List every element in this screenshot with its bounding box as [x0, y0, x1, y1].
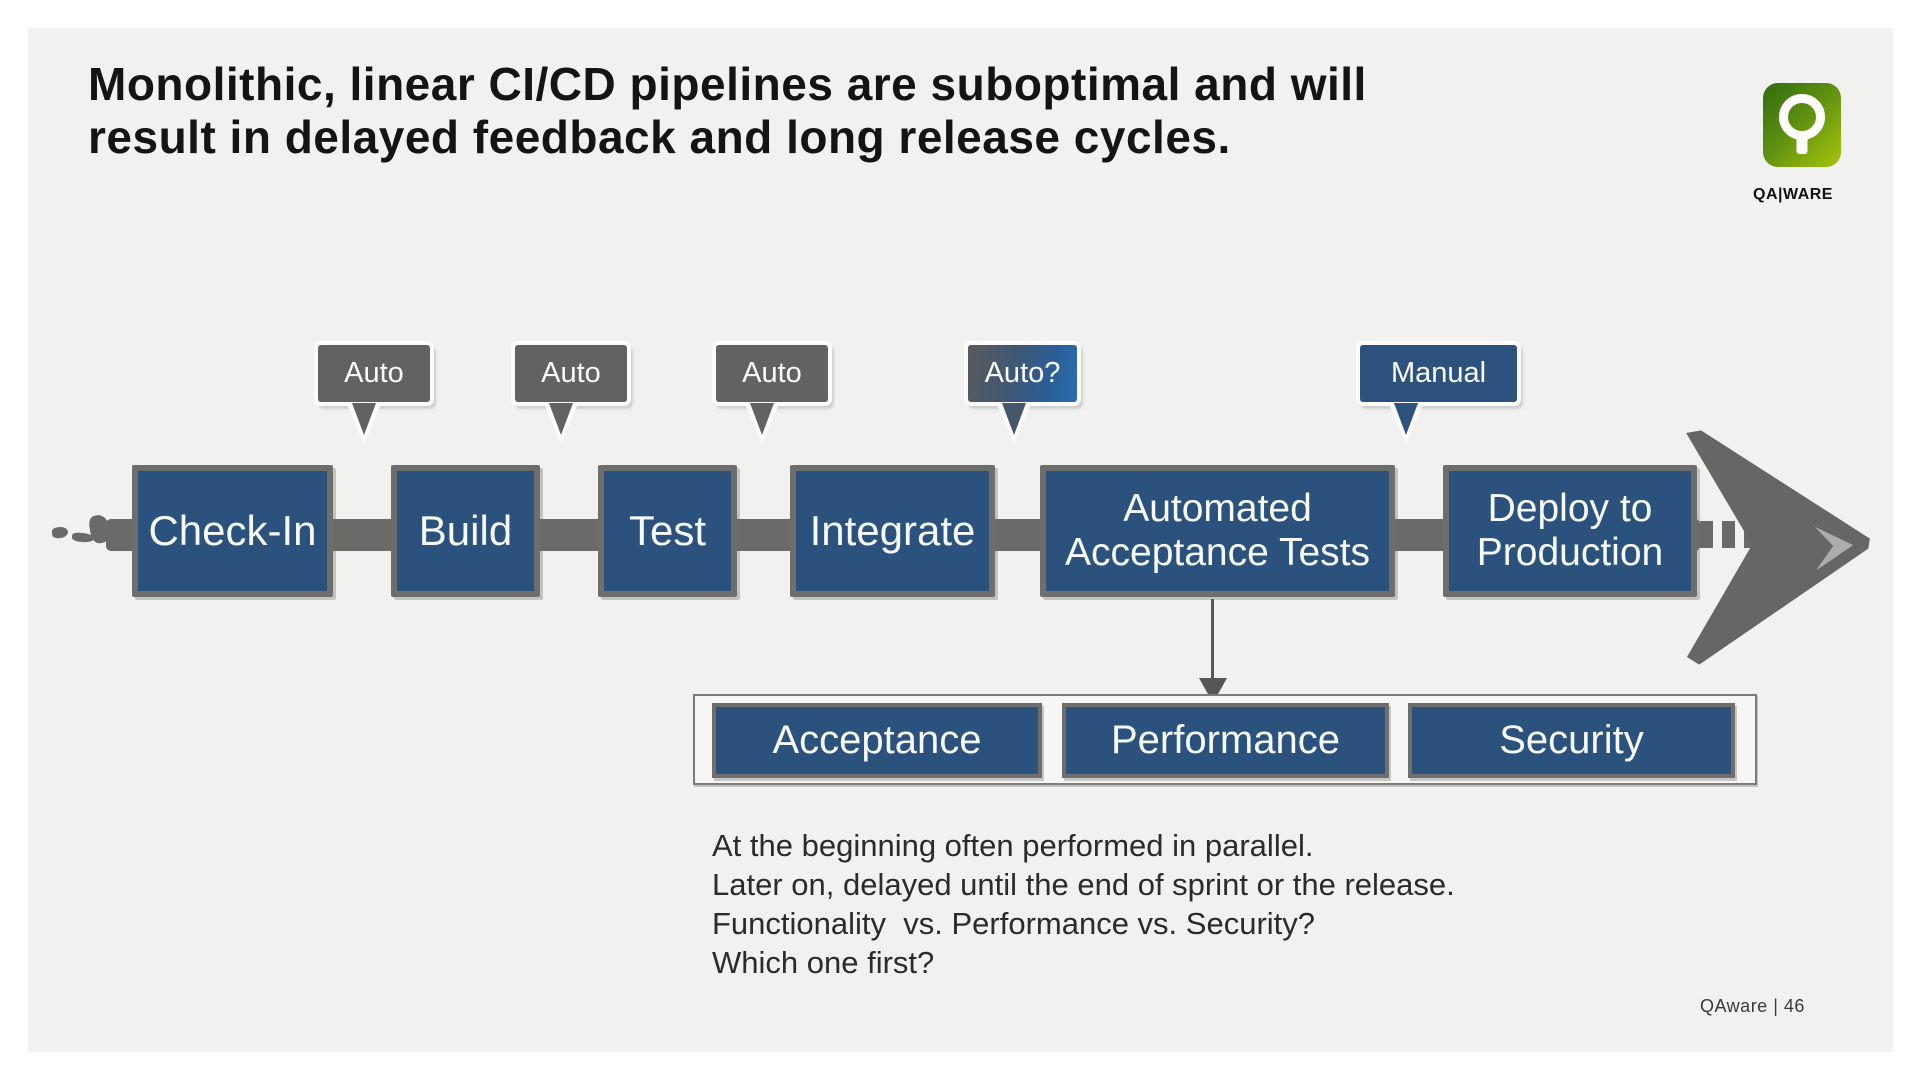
stage-label: Check-In [148, 507, 317, 555]
subtest-performance: Performance [1062, 703, 1389, 778]
subtest-acceptance: Acceptance [712, 703, 1042, 778]
qaware-logo-text: QA|WARE [1753, 186, 1833, 203]
callout-label: Manual [1390, 357, 1487, 389]
qaware-logo-icon [1763, 83, 1841, 167]
callout-auto-3: Auto [716, 345, 828, 444]
stage-integrate: Integrate [790, 465, 995, 597]
callout-auto-1: Auto [318, 345, 430, 444]
callout-auto-question: Auto? [968, 345, 1077, 444]
slide-title-line2: result in delayed feedback and long rele… [88, 111, 1231, 163]
note-line: Later on, delayed until the end of sprin… [712, 867, 1455, 902]
callout-label: Auto [541, 357, 601, 389]
stage-deploy-to-production: Deploy to Production [1443, 465, 1697, 597]
stage-label-line2: Acceptance Tests [1065, 531, 1370, 574]
stage-label-line1: Automated [1123, 487, 1312, 531]
notes-block: At the beginning often performed in para… [712, 826, 1455, 982]
stage-label: Build [418, 507, 513, 555]
callout-label: Auto? [984, 357, 1061, 389]
note-line: Which one first? [712, 945, 935, 980]
magnifier-ring-icon [1779, 94, 1825, 140]
note-line: Functionality vs. Performance vs. Securi… [712, 906, 1316, 941]
callout-label: Auto [344, 357, 404, 389]
stage-label: Integrate [809, 507, 976, 555]
callout-label: Auto [742, 357, 802, 389]
stage-label: Test [628, 507, 707, 555]
stage-test: Test [598, 465, 737, 597]
callout-auto-2: Auto [515, 345, 627, 444]
subtest-label: Security [1499, 718, 1644, 762]
subtest-security: Security [1408, 703, 1735, 778]
stage-build: Build [391, 465, 540, 597]
down-arrow-line [1211, 599, 1214, 683]
stage-automated-acceptance-tests: Automated Acceptance Tests [1040, 465, 1395, 597]
subtest-label: Acceptance [772, 718, 982, 762]
slide-title: Monolithic, linear CI/CD pipelines are s… [88, 58, 1708, 164]
magnifier-stem-icon [1796, 139, 1808, 154]
stage-check-in: Check-In [132, 465, 333, 597]
slide-footer-page-number: QAware | 46 [1700, 996, 1805, 1016]
callout-manual: Manual [1360, 345, 1517, 444]
stage-label-line2: Production [1476, 531, 1664, 574]
note-line: At the beginning often performed in para… [712, 828, 1314, 863]
pipeline-arrowhead-icon [1686, 430, 1870, 665]
stage-label-line1: Deploy to [1487, 487, 1653, 531]
slide-title-line1: Monolithic, linear CI/CD pipelines are s… [88, 58, 1367, 110]
subtest-label: Performance [1111, 718, 1340, 762]
